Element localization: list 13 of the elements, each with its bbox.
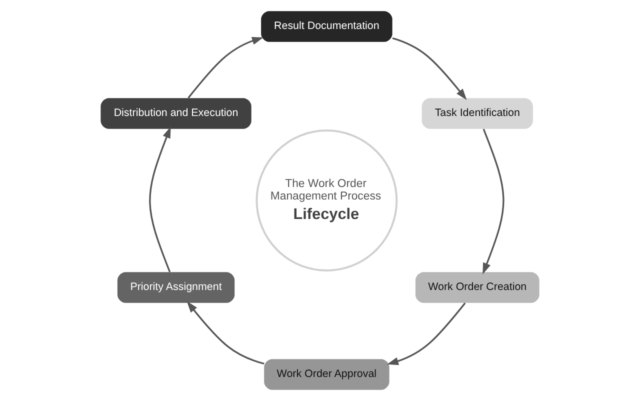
arrow — [188, 37, 264, 98]
node-box: Work Order Creation — [415, 272, 540, 303]
node-box: Work Order Approval — [264, 359, 390, 390]
node-box: Result Documentation — [261, 11, 392, 42]
arrow — [392, 37, 467, 100]
arrow — [186, 301, 264, 364]
arrow — [149, 126, 171, 272]
node-circle: The Work Order Management Process Lifecycle — [256, 130, 398, 272]
node-box: Priority Assignment — [117, 272, 235, 303]
arrow — [482, 128, 504, 274]
node-box: Task Identification — [422, 98, 533, 129]
arrow — [386, 302, 466, 366]
node-box: Distribution and Execution — [100, 98, 252, 129]
